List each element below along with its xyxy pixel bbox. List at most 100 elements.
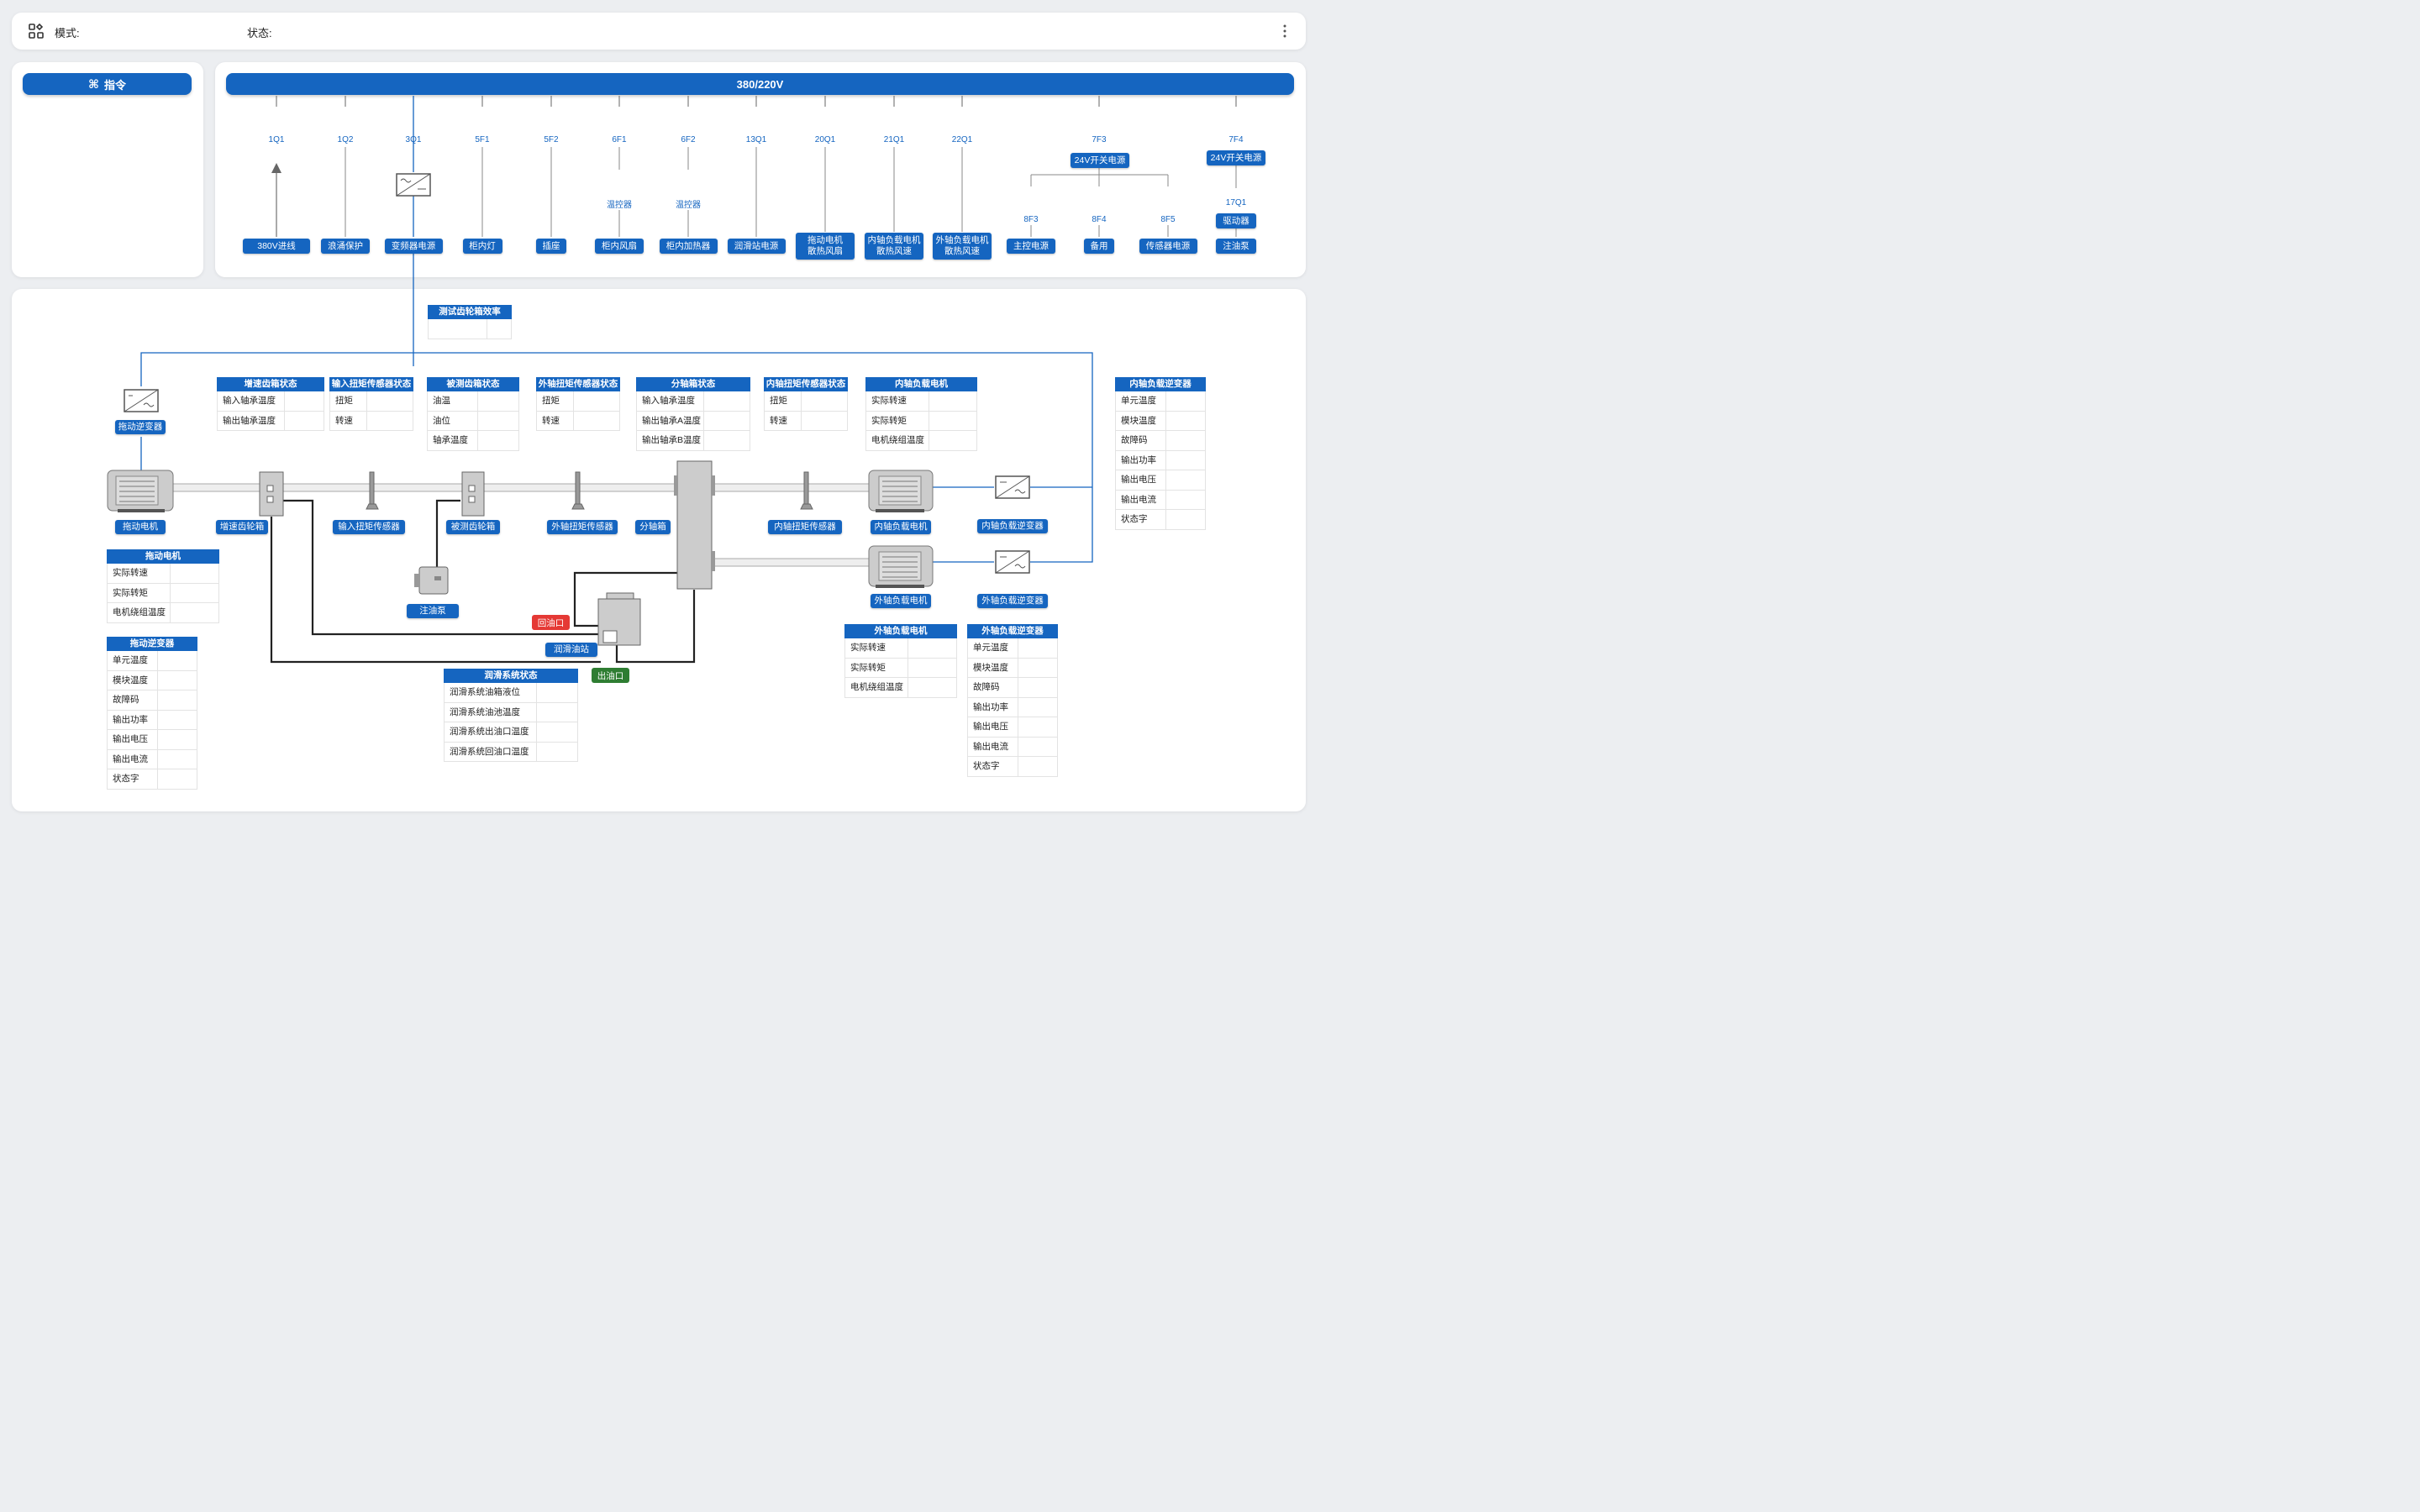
table-row-value [158, 711, 197, 730]
branch-tag[interactable]: 外轴负载电机 散热风速 [933, 233, 992, 260]
branch-tag[interactable]: 变频器电源 [384, 239, 443, 254]
table-row-label: 油温 [428, 391, 478, 411]
table-row-value [1018, 757, 1057, 776]
psu1-tag[interactable]: 24V开关电源 [1071, 153, 1129, 168]
lube-station-tag[interactable]: 润滑油站 [545, 643, 597, 657]
table-row: 输出功率 [967, 697, 1058, 717]
driver-tag[interactable]: 驱动器 [1216, 213, 1256, 228]
split-box-tag[interactable]: 分轴箱 [635, 520, 671, 534]
table-row-value [1018, 638, 1057, 658]
table-row: 转速 [329, 411, 413, 431]
branch-tag[interactable]: 浪涌保护 [321, 239, 370, 254]
more-vertical-icon[interactable] [1281, 24, 1289, 39]
table-row-value [158, 730, 197, 749]
table-row: 单元温度 [1115, 391, 1206, 412]
branch-tag[interactable]: 润滑站电源 [727, 239, 786, 254]
table-row-value [158, 750, 197, 769]
table-row-value [478, 431, 518, 450]
psu2-tag[interactable]: 24V开关电源 [1207, 150, 1265, 165]
table-row-label: 输出轴承A温度 [637, 411, 704, 430]
table-row: 输出电压 [107, 730, 197, 750]
table-row-label: 故障码 [1116, 431, 1166, 450]
drive-motor-tag[interactable]: 拖动电机 [115, 520, 166, 534]
table-row-label: 输出电流 [968, 737, 1018, 756]
table-row: 扭矩 [329, 391, 413, 412]
table-row-label: 实际转速 [845, 638, 908, 658]
table-row: 电机绕组温度 [844, 678, 957, 698]
psu1-output-tag[interactable]: 备用 [1084, 239, 1114, 254]
branch-code: 6F1 [612, 135, 627, 144]
branch-tag[interactable]: 柜内风扇 [595, 239, 644, 254]
table-row: 实际转速 [107, 564, 219, 584]
drive-motor-icon [107, 470, 174, 512]
speed-gearbox-tag[interactable]: 增速齿轮箱 [216, 520, 268, 534]
table-row-value [537, 703, 577, 722]
table-header: 分轴箱状态 [636, 377, 750, 391]
table-row-value [478, 412, 518, 431]
test-gearbox-tag[interactable]: 被测齿轮箱 [446, 520, 500, 534]
table-row: 油温 [427, 391, 519, 412]
inner-torque-sensor-tag[interactable]: 内轴扭矩传感器 [768, 520, 842, 534]
inverter-icon [124, 389, 159, 412]
split-box-icon [674, 460, 715, 590]
table-row-value [1018, 738, 1057, 757]
efficiency-table: 测试齿轮箱效率 [428, 305, 512, 339]
table-row-label: 实际转速 [866, 391, 929, 411]
lube-station-icon [597, 592, 641, 646]
outlet-port-badge: 出油口 [592, 668, 629, 683]
table-row-label: 模块温度 [108, 670, 158, 690]
input-torque-sensor-tag[interactable]: 输入扭矩传感器 [333, 520, 405, 534]
oil-pump-power-tag[interactable]: 注油泵 [1216, 239, 1256, 254]
table-row: 输出轴承B温度 [636, 431, 750, 451]
table-row: 输出电流 [107, 749, 197, 769]
table-row-value [704, 431, 750, 450]
dashboard-icon[interactable] [28, 23, 45, 39]
inner-load-motor-tag[interactable]: 内轴负载电机 [871, 520, 931, 534]
torque-sensor-icon [366, 471, 379, 510]
branch-tag[interactable]: 柜内灯 [462, 239, 502, 254]
drive-inverter-tag[interactable]: 拖动逆变器 [115, 420, 166, 434]
table-row-label: 实际转矩 [866, 411, 929, 430]
oil-pump-tag[interactable]: 注油泵 [407, 604, 459, 618]
table-row: 输出电压 [1115, 470, 1206, 491]
table-row-value [367, 391, 413, 411]
outer-load-motor-icon [868, 545, 934, 588]
test-gearbox-status-table: 被测齿箱状态油温油位轴承温度 [427, 377, 519, 451]
table-row-label: 转速 [537, 411, 574, 430]
table-row-value [908, 659, 956, 678]
table-row-value [367, 412, 413, 431]
psu1-output-tag[interactable]: 主控电源 [1007, 239, 1055, 254]
table-row [428, 319, 512, 339]
table-row-label: 电机绕组温度 [845, 678, 908, 697]
table-row: 电机绕组温度 [865, 431, 977, 451]
table-row: 实际转速 [865, 391, 977, 412]
table-header: 外轴扭矩传感器状态 [536, 377, 620, 391]
table-row-value [537, 743, 577, 762]
psu1-output-tag[interactable]: 传感器电源 [1139, 239, 1197, 254]
table-row-label: 润滑系统油池温度 [445, 702, 537, 722]
outer-load-motor-tag[interactable]: 外轴负载电机 [871, 594, 931, 608]
table-header: 输入扭矩传感器状态 [329, 377, 413, 391]
table-row-label: 输出电压 [108, 730, 158, 749]
table-row-label: 输出轴承B温度 [637, 431, 704, 450]
table-row-label: 单元温度 [108, 651, 158, 670]
split-box-status-table: 分轴箱状态输入轴承温度输出轴承A温度输出轴承B温度 [636, 377, 750, 451]
table-row: 输出功率 [107, 710, 197, 730]
command-button[interactable]: ⌘ 指令 [23, 73, 192, 95]
branch-tag[interactable]: 380V进线 [243, 239, 310, 254]
inner-load-inverter-tag[interactable]: 内轴负载逆变器 [977, 519, 1048, 533]
table-row-label: 输出电流 [1116, 490, 1166, 509]
outer-torque-sensor-tag[interactable]: 外轴扭矩传感器 [547, 520, 618, 534]
table-header: 润滑系统状态 [444, 669, 578, 683]
table-row-value [537, 722, 577, 742]
table-row-label: 模块温度 [968, 658, 1018, 677]
branch-tag[interactable]: 拖动电机 散热风扇 [796, 233, 855, 260]
branch-tag[interactable]: 柜内加热器 [659, 239, 718, 254]
power-bus-label: 380/220V [736, 77, 784, 91]
inverter-icon [995, 475, 1030, 499]
table-row-value [929, 412, 976, 431]
branch-tag[interactable]: 内轴负载电机 散热风速 [865, 233, 923, 260]
table-row-value [1018, 678, 1057, 697]
branch-tag[interactable]: 插座 [536, 239, 566, 254]
outer-load-inverter-tag[interactable]: 外轴负载逆变器 [977, 594, 1048, 608]
